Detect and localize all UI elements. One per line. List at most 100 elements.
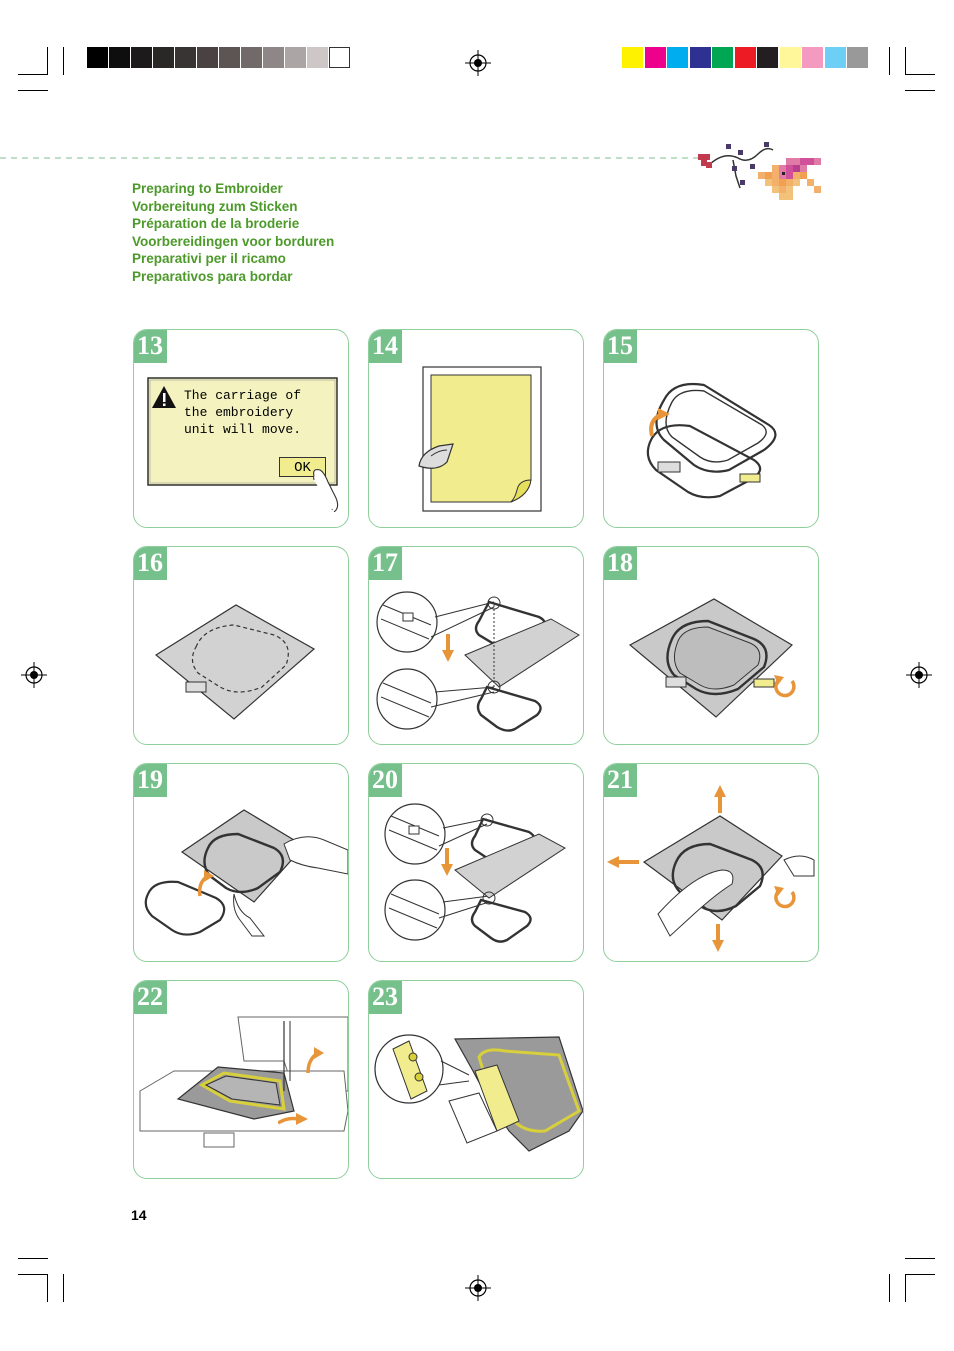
gray-swatch bbox=[285, 47, 306, 68]
step-number: 19 bbox=[134, 764, 167, 797]
rotate-arrow-icon bbox=[774, 675, 796, 698]
step-16-panel: 16 bbox=[133, 546, 349, 745]
page-number: 14 bbox=[131, 1207, 147, 1223]
rotate-arrow-icon bbox=[197, 870, 214, 897]
gray-swatch bbox=[131, 47, 152, 68]
step-20-panel: 20 bbox=[368, 763, 584, 962]
color-swatch bbox=[802, 47, 823, 68]
crop-mark bbox=[905, 74, 935, 75]
color-swatch bbox=[757, 47, 778, 68]
gray-swatch bbox=[197, 47, 218, 68]
title-nl: Voorbereidingen voor borduren bbox=[132, 233, 335, 249]
crop-mark bbox=[47, 47, 48, 75]
fabric-outline-illustration bbox=[154, 604, 316, 720]
section-divider bbox=[0, 157, 700, 159]
step-18-panel: 18 bbox=[603, 546, 819, 745]
inner-hoop-removal-illustration bbox=[144, 809, 348, 937]
step-number: 20 bbox=[369, 764, 402, 797]
step-number: 22 bbox=[134, 981, 167, 1014]
lcd-message: The carriage of the embroidery unit will… bbox=[184, 388, 302, 437]
crop-mark bbox=[905, 47, 906, 75]
gray-swatch bbox=[263, 47, 284, 68]
step-number: 21 bbox=[604, 764, 637, 797]
crop-mark bbox=[889, 1274, 890, 1302]
down-arrow-icon bbox=[712, 924, 724, 952]
step-13-panel: 13 The carriage of the embroidery unit w… bbox=[133, 329, 349, 528]
step-22-panel: 22 bbox=[133, 980, 349, 1179]
crop-mark bbox=[905, 1258, 935, 1259]
warning-icon bbox=[152, 386, 176, 408]
step-21-panel: 21 bbox=[603, 763, 819, 962]
step-number: 18 bbox=[604, 547, 637, 580]
step-number: 13 bbox=[134, 330, 167, 363]
registration-mark-icon bbox=[21, 662, 47, 688]
crop-mark bbox=[905, 1274, 906, 1302]
step-number: 23 bbox=[369, 981, 402, 1014]
registration-mark-icon bbox=[906, 662, 932, 688]
title-en: Preparing to Embroider bbox=[132, 181, 283, 196]
color-swatch bbox=[622, 47, 643, 68]
step-19-panel: 19 bbox=[133, 763, 349, 962]
down-arrow-icon bbox=[441, 848, 453, 876]
color-swatch bbox=[667, 47, 688, 68]
hoop-assembly-illustration bbox=[384, 803, 566, 943]
crop-mark bbox=[18, 1258, 48, 1259]
registration-mark-icon bbox=[465, 1275, 491, 1301]
step-number: 16 bbox=[134, 547, 167, 580]
crop-mark bbox=[18, 1274, 48, 1275]
machine-hoop-attach-illustration bbox=[139, 1016, 348, 1148]
crop-mark bbox=[18, 74, 48, 75]
step-23-panel: 23 bbox=[368, 980, 584, 1179]
gray-swatch bbox=[175, 47, 196, 68]
cross-stitch-bird-icon bbox=[698, 142, 821, 200]
rotate-arrow-icon bbox=[774, 886, 796, 909]
step-14-panel: 14 bbox=[368, 329, 584, 528]
color-swatch bbox=[734, 47, 756, 68]
title-de: Vorbereitung zum Sticken bbox=[132, 198, 298, 214]
title-it: Preparativi per il ricamo bbox=[132, 251, 286, 267]
gray-swatch bbox=[109, 47, 130, 68]
rotate-arrow-icon bbox=[306, 1047, 324, 1074]
step-number: 14 bbox=[369, 330, 402, 363]
gray-swatch bbox=[241, 47, 262, 68]
color-swatch bbox=[847, 47, 868, 68]
color-swatch bbox=[824, 47, 846, 68]
color-swatch bbox=[779, 47, 801, 68]
hoop-assembly-illustration bbox=[376, 591, 580, 732]
hoop-separate-illustration bbox=[646, 382, 777, 499]
color-swatch bbox=[689, 47, 711, 68]
stabilizer-sheet-illustration bbox=[422, 366, 542, 512]
rotate-arrow-icon bbox=[649, 408, 670, 437]
section-titles: Preparing to Embroider Vorbereitung zum … bbox=[132, 180, 334, 286]
gray-swatch bbox=[329, 47, 350, 68]
right-arrow-icon bbox=[278, 1113, 308, 1125]
step-number: 15 bbox=[604, 330, 637, 363]
gray-swatch bbox=[153, 47, 174, 68]
fabric-in-hoop-illustration bbox=[628, 598, 793, 718]
up-arrow-icon bbox=[714, 785, 726, 813]
left-arrow-icon bbox=[607, 856, 639, 868]
crop-mark bbox=[47, 1274, 48, 1302]
crop-mark bbox=[18, 90, 48, 91]
registration-mark-icon bbox=[465, 50, 491, 76]
crop-mark bbox=[63, 47, 64, 75]
crop-mark bbox=[63, 1274, 64, 1302]
iron-icon bbox=[418, 443, 454, 469]
crop-mark bbox=[905, 90, 935, 91]
hoop-lever-illustration bbox=[374, 1034, 583, 1152]
gray-swatch bbox=[307, 47, 328, 68]
color-swatch bbox=[712, 47, 733, 68]
title-fr: Préparation de la broderie bbox=[132, 216, 300, 232]
step-17-panel: 17 bbox=[368, 546, 584, 745]
down-arrow-icon bbox=[442, 634, 454, 662]
color-swatch bbox=[644, 47, 666, 68]
crop-mark bbox=[905, 1274, 935, 1275]
gray-swatch bbox=[87, 47, 108, 68]
gray-swatch bbox=[219, 47, 240, 68]
fabric-tension-illustration bbox=[642, 815, 815, 937]
step-number: 17 bbox=[369, 547, 402, 580]
crop-mark bbox=[889, 47, 890, 75]
finger-icon bbox=[313, 469, 339, 512]
title-es: Preparativos para bordar bbox=[132, 268, 293, 284]
step-15-panel: 15 bbox=[603, 329, 819, 528]
